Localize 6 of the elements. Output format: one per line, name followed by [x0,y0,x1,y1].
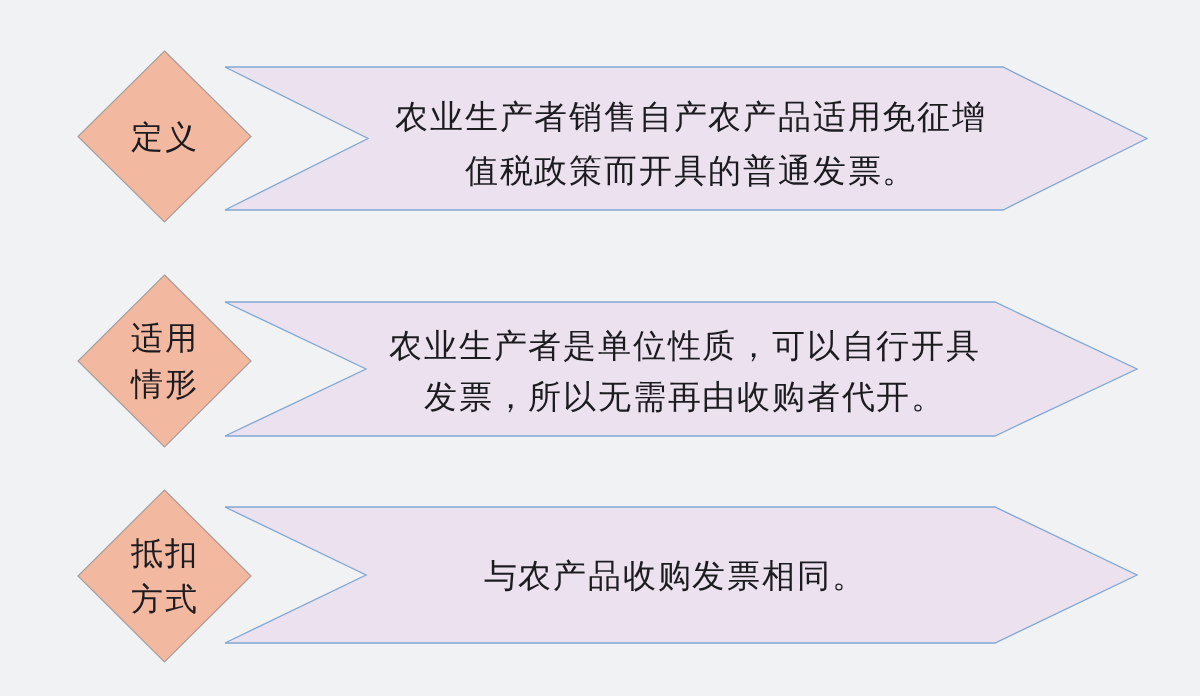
category-label: 适用情形 [129,318,200,405]
description-text: 与农产品收购发票相同。 [483,554,867,597]
category-label: 抵扣方式 [130,533,200,620]
description-text: 农业生产者是单位性质，可以自行开具发票，所以无需再由收购者代开。 [388,325,982,418]
description-text: 农业生产者销售自产农产品适用免征增值税政策而开具的普通发票。 [394,96,988,192]
category-label: 定义 [131,117,199,158]
